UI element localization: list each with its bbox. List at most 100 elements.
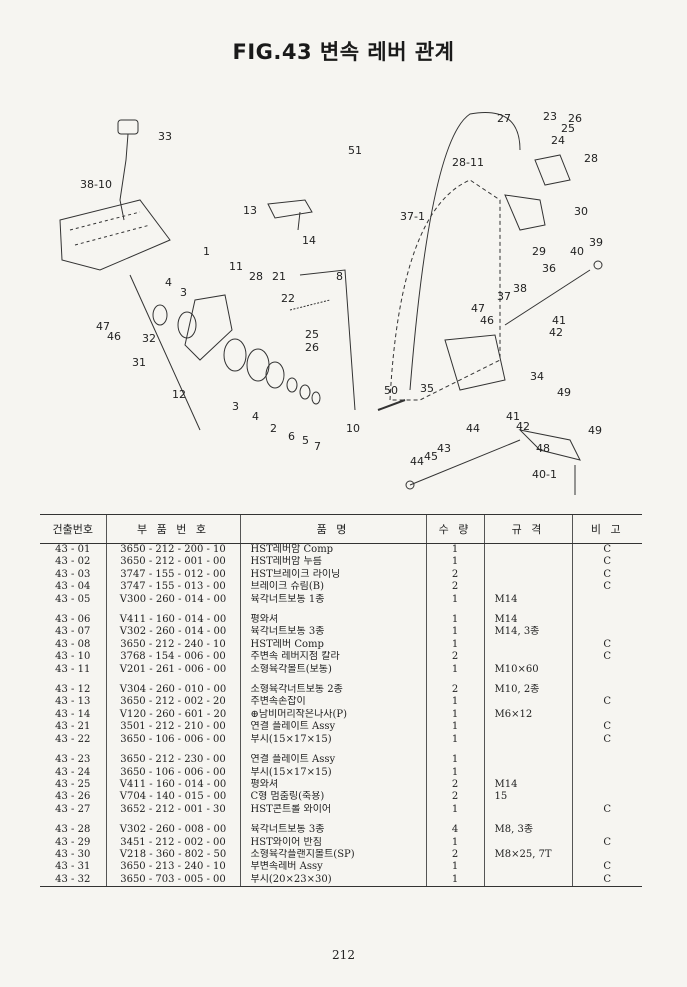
part-name-cell: HST레버 Comp (239, 638, 426, 652)
part-number-cell: 3650 - 703 - 005 - 00 (105, 873, 240, 888)
remark-cell: C (571, 861, 642, 874)
remark-cell (571, 614, 642, 627)
quantity-cell: 2 (425, 684, 484, 697)
quantity-cell: 1 (425, 836, 484, 849)
part-name-cell: 부시(20×23×30) (239, 873, 426, 888)
quantity-cell: 1 (425, 766, 484, 779)
part-name-cell: 브레이크 슈림(B) (239, 581, 426, 594)
callout-38: 38 (513, 282, 527, 295)
callout-48: 48 (536, 442, 550, 455)
part-name-cell: 연결 플레이트 Assy (239, 754, 426, 767)
callout-6: 6 (288, 430, 295, 443)
callout-26b: 26 (305, 341, 319, 354)
callout-5: 5 (302, 434, 309, 447)
callout-24: 24 (551, 134, 565, 147)
part-name-cell: HST레버암 누름 (239, 556, 426, 569)
remark-cell (571, 778, 642, 792)
spec-cell: M6×12 (483, 708, 572, 722)
group-spacer (40, 606, 642, 615)
quantity-cell: 1 (425, 614, 484, 627)
callout-49b: 49 (588, 424, 602, 437)
part-name-cell: HST브레이크 라이닝 (239, 568, 426, 582)
remark-cell (571, 626, 642, 639)
quantity-cell: 2 (425, 791, 484, 804)
group-spacer (40, 746, 642, 755)
part-number-cell: 3650 - 212 - 002 - 20 (105, 696, 240, 709)
part-number-cell: V304 - 260 - 010 - 00 (105, 684, 240, 697)
spec-cell (483, 581, 572, 594)
callout-3b: 3 (232, 400, 239, 413)
quantity-cell: 2 (425, 848, 484, 862)
spec-cell (483, 766, 572, 779)
part-index-cell: 43 - 01 (55, 544, 91, 555)
remark-cell (571, 754, 642, 767)
quantity-cell: 2 (425, 568, 484, 582)
remark-cell: C (571, 581, 642, 594)
quantity-cell: 2 (425, 581, 484, 594)
part-index-cell: 43 - 28 (55, 824, 91, 836)
col-header-spec: 규 격 (483, 514, 572, 544)
callout-51: 51 (348, 144, 362, 157)
remark-cell: C (571, 733, 642, 747)
callout-23: 23 (543, 110, 557, 123)
part-index-cell: 43 - 30 (55, 848, 91, 860)
remark-cell: C (571, 556, 642, 569)
part-name-cell: HST콘트롤 와이어 (239, 803, 426, 817)
callout-40: 40 (570, 245, 584, 258)
part-name-cell: 부시(15×17×15) (239, 766, 426, 779)
part-name-cell: 주변속손잡이 (239, 696, 426, 709)
part-number-cell: 3501 - 212 - 210 - 00 (105, 721, 240, 734)
callout-7: 7 (314, 440, 321, 453)
part-name-cell: 육각너트보통 3종 (239, 626, 426, 639)
quantity-cell: 1 (425, 733, 484, 747)
part-number-cell: 3650 - 212 - 001 - 00 (105, 556, 240, 569)
part-number-cell: V300 - 260 - 014 - 00 (105, 593, 240, 607)
part-name-cell: 연결 플레이트 Assy (239, 721, 426, 734)
part-index-cell: 43 - 05 (55, 593, 91, 605)
quantity-cell: 1 (425, 803, 484, 817)
remark-cell: C (571, 651, 642, 664)
part-name-cell: 육각너트보통 3종 (239, 824, 426, 837)
remark-cell (571, 791, 642, 804)
part-number-cell: 3650 - 212 - 230 - 00 (105, 754, 240, 767)
callout-3a: 3 (180, 286, 187, 299)
callout-25: 25 (561, 122, 575, 135)
part-index-cell: 43 - 21 (55, 721, 91, 733)
spec-cell: M14 (483, 593, 572, 607)
part-number-cell: 3768 - 154 - 006 - 00 (105, 651, 240, 664)
callout-42b: 42 (516, 420, 530, 433)
part-name-cell: ⊕남비머리작은나사(P) (239, 708, 426, 722)
quantity-cell: 1 (425, 754, 484, 767)
callout-35: 35 (420, 382, 434, 395)
callout-22: 22 (281, 292, 295, 305)
part-number-cell: V302 - 260 - 008 - 00 (105, 824, 240, 837)
callout-44b: 44 (410, 455, 424, 468)
spec-cell (483, 556, 572, 569)
page-number: 212 (332, 948, 355, 962)
callout-12: 12 (172, 388, 186, 401)
callout-4b: 4 (252, 410, 259, 423)
spec-cell (483, 836, 572, 849)
callout-42a: 42 (549, 326, 563, 339)
callout-31: 31 (132, 356, 146, 369)
part-index-cell: 43 - 10 (55, 651, 91, 663)
spec-cell: M10, 2종 (483, 684, 572, 697)
callout-36: 36 (542, 262, 556, 275)
callout-30: 30 (574, 205, 588, 218)
quantity-cell: 2 (425, 778, 484, 792)
remark-cell (571, 708, 642, 722)
part-name-cell: 평와셔 (239, 778, 426, 792)
remark-cell: C (571, 696, 642, 709)
callout-13: 13 (243, 204, 257, 217)
callout-14: 14 (302, 234, 316, 247)
callout-33: 33 (158, 130, 172, 143)
part-index-cell: 43 - 14 (55, 708, 91, 720)
remark-cell (571, 593, 642, 607)
